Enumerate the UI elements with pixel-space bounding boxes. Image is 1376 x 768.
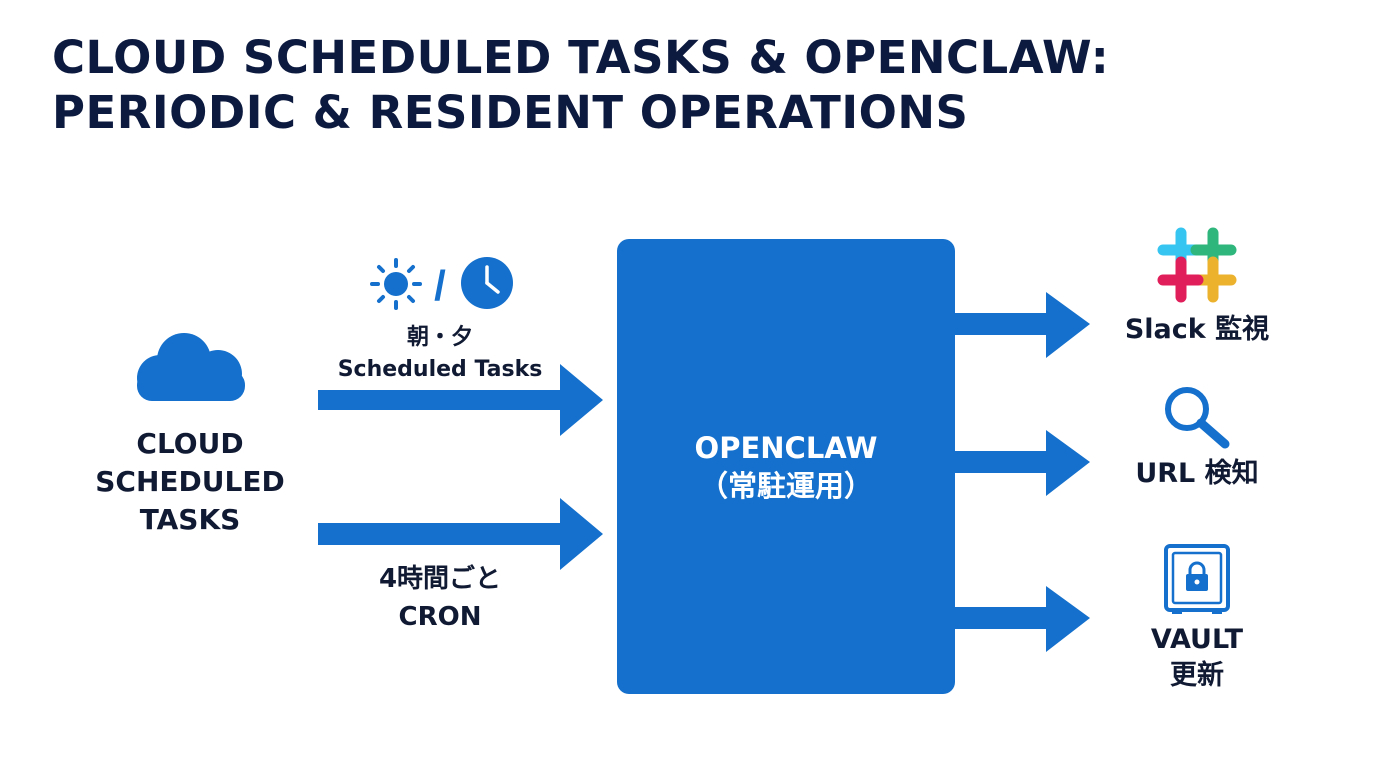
hub-line-1: OPENCLAW: [694, 430, 878, 465]
slack-icon: [1157, 227, 1237, 303]
source-label: CLOUD SCHEDULED TASKS: [70, 425, 310, 539]
input-arrow-bottom: [318, 498, 603, 570]
input-arrow-top: [318, 364, 603, 436]
schedule-separator: /: [434, 262, 446, 309]
output-label-slack: Slack 監視: [1124, 314, 1270, 345]
cloud-icon: [137, 333, 245, 401]
page-title: CLOUD SCHEDULED TASKS & OPENCLAW: PERIOD…: [52, 30, 1332, 140]
source-line-1: CLOUD: [136, 427, 244, 460]
output-label-url: URL 検知: [1135, 458, 1259, 489]
input-label-top-line-1: 朝・夕: [406, 325, 473, 350]
output-arrow-slack: [955, 292, 1090, 358]
output-label-vault: VAULT 更新: [1110, 622, 1284, 694]
input-label-bottom-line-2: CRON: [398, 602, 482, 632]
output-vault-line-2: 更新: [1170, 660, 1224, 691]
magnifier-icon: [1165, 387, 1230, 449]
title-line-2: PERIODIC & RESIDENT OPERATIONS: [52, 86, 969, 139]
sun-icon: [370, 258, 422, 310]
source-line-3: TASKS: [139, 503, 241, 536]
hub-line-2: （常駐運用）: [698, 468, 873, 503]
output-arrow-url: [955, 430, 1090, 496]
input-label-cron: 4時間ごと CRON: [330, 560, 550, 636]
vault-icon: [1164, 544, 1230, 614]
title-line-1: CLOUD SCHEDULED TASKS & OPENCLAW:: [52, 31, 1110, 84]
output-arrow-vault: [955, 586, 1090, 652]
input-label-bottom-line-1: 4時間ごと: [378, 564, 502, 594]
output-vault-line-1: VAULT: [1150, 624, 1244, 655]
input-label-top-line-2: Scheduled Tasks: [337, 357, 543, 382]
openclaw-hub: OPENCLAW （常駐運用）: [617, 239, 955, 694]
input-label-morning-evening: 朝・夕 Scheduled Tasks: [310, 322, 570, 386]
source-line-2: SCHEDULED: [95, 465, 285, 498]
clock-icon: [461, 257, 513, 309]
